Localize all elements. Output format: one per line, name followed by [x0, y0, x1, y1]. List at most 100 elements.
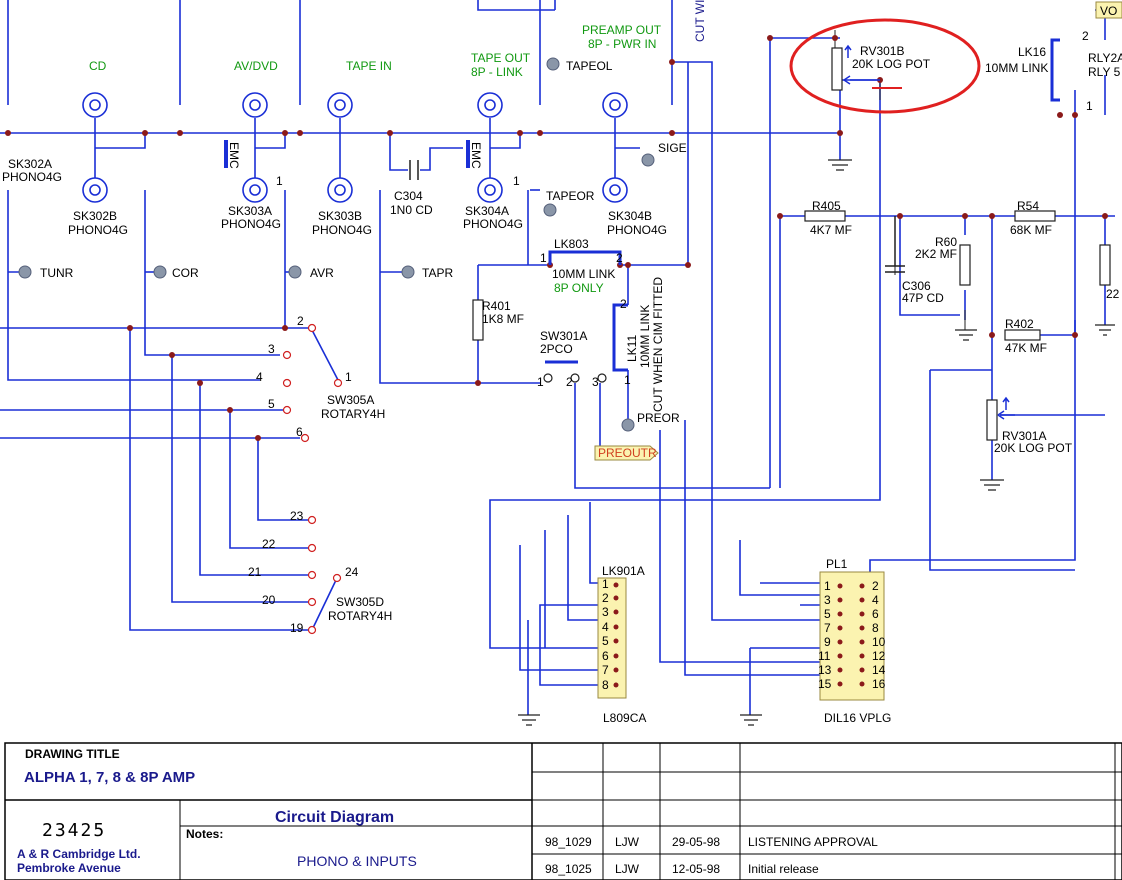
svg-text:8: 8 [872, 621, 879, 635]
svg-text:PHONO & INPUTS: PHONO & INPUTS [297, 853, 417, 869]
svg-text:1: 1 [276, 174, 283, 188]
svg-text:20: 20 [262, 593, 276, 607]
svg-text:TAPEOL: TAPEOL [566, 59, 613, 73]
svg-text:PREOR: PREOR [637, 411, 680, 425]
lk803-link [548, 250, 622, 265]
svg-text:C304: C304 [394, 189, 423, 203]
svg-text:PHONO4G: PHONO4G [607, 223, 667, 237]
svg-text:2: 2 [620, 297, 627, 311]
pin-numbers: 1 1 1 2 1 2 2 2 3 4 5 6 1 23 22 21 20 19… [248, 29, 1093, 692]
svg-text:SK304B: SK304B [608, 209, 652, 223]
svg-text:LJW: LJW [615, 835, 640, 849]
svg-text:Pembroke Avenue: Pembroke Avenue [17, 861, 121, 875]
test-points [18, 57, 655, 432]
svg-text:5: 5 [602, 634, 609, 648]
svg-text:11: 11 [818, 649, 831, 663]
svg-text:8P - PWR IN: 8P - PWR IN [588, 37, 656, 51]
svg-text:PREAMP OUT: PREAMP OUT [582, 23, 662, 37]
svg-text:1: 1 [824, 579, 831, 593]
svg-text:2: 2 [297, 314, 304, 328]
lk11-link [612, 303, 628, 372]
svg-text:23: 23 [290, 509, 304, 523]
svg-text:7: 7 [602, 663, 609, 677]
svg-text:PHONO4G: PHONO4G [221, 217, 281, 231]
svg-text:LK803: LK803 [554, 237, 589, 251]
lk901a-pins [613, 582, 619, 688]
annotation-circle [789, 18, 981, 114]
ground-symbols [518, 159, 1115, 726]
svg-text:RLY2A: RLY2A [1088, 51, 1122, 65]
svg-text:RV301A: RV301A [1002, 429, 1046, 443]
svg-text:AVR: AVR [310, 266, 334, 280]
svg-text:29-05-98: 29-05-98 [672, 835, 720, 849]
svg-text:6: 6 [602, 649, 609, 663]
svg-text:SW305A: SW305A [327, 393, 374, 407]
svg-text:68K MF: 68K MF [1010, 223, 1052, 237]
svg-text:13: 13 [818, 663, 832, 677]
svg-text:ALPHA 1, 7, 8 & 8P AMP: ALPHA 1, 7, 8 & 8P AMP [24, 769, 195, 786]
svg-text:1: 1 [624, 373, 631, 387]
svg-text:PHONO4G: PHONO4G [312, 223, 372, 237]
svg-text:8: 8 [602, 678, 609, 692]
svg-text:CD: CD [89, 59, 107, 73]
svg-text:SK302A: SK302A [8, 157, 52, 171]
emc-markers [224, 140, 470, 168]
svg-text:TAPR: TAPR [422, 266, 453, 280]
switch-pins [282, 323, 343, 635]
svg-text:2: 2 [1082, 29, 1089, 43]
svg-text:L809CA: L809CA [603, 711, 646, 725]
svg-text:7: 7 [824, 621, 831, 635]
svg-text:LK901A: LK901A [602, 564, 645, 578]
svg-text:1: 1 [602, 577, 609, 591]
svg-text:3: 3 [824, 593, 831, 607]
svg-text:10: 10 [872, 635, 886, 649]
svg-text:10MM LINK: 10MM LINK [638, 305, 652, 368]
svg-text:24: 24 [345, 565, 359, 579]
svg-text:4: 4 [256, 370, 263, 384]
svg-text:R402: R402 [1005, 317, 1034, 331]
svg-text:RLY 5: RLY 5 [1088, 65, 1121, 79]
preoutr-flag [594, 445, 659, 461]
svg-text:20K LOG POT: 20K LOG POT [994, 441, 1073, 455]
svg-text:47K MF: 47K MF [1005, 341, 1047, 355]
c304-capacitor [409, 160, 419, 180]
svg-text:15: 15 [818, 677, 832, 691]
svg-text:5: 5 [824, 607, 831, 621]
wires [0, 0, 1115, 715]
c306-capacitor [885, 216, 905, 273]
svg-text:DRAWING TITLE: DRAWING TITLE [25, 747, 120, 761]
svg-text:2K2 MF: 2K2 MF [915, 247, 957, 261]
svg-text:98_1025: 98_1025 [545, 862, 592, 876]
svg-text:3: 3 [602, 605, 609, 619]
sw301-pins [543, 373, 607, 383]
svg-text:4: 4 [872, 593, 879, 607]
svg-text:1K8 MF: 1K8 MF [482, 312, 524, 326]
svg-text:14: 14 [872, 663, 886, 677]
svg-text:SW305D: SW305D [336, 595, 384, 609]
svg-text:A & R Cambridge Ltd.: A & R Cambridge Ltd. [17, 847, 141, 861]
svg-text:COR: COR [172, 266, 199, 280]
svg-text:PL1: PL1 [826, 557, 848, 571]
svg-text:C306: C306 [902, 279, 931, 293]
svg-text:1N0 CD: 1N0 CD [390, 203, 433, 217]
title-block: DRAWING TITLE ALPHA 1, 7, 8 & 8P AMP 234… [4, 742, 1122, 880]
svg-text:23425: 23425 [42, 820, 106, 841]
svg-text:R401: R401 [482, 299, 511, 313]
svg-text:PHONO4G: PHONO4G [2, 170, 62, 184]
svg-text:EMC: EMC [469, 142, 483, 169]
svg-text:PREOUTR: PREOUTR [598, 446, 657, 460]
svg-text:8P - LINK: 8P - LINK [471, 65, 523, 79]
svg-text:4: 4 [602, 620, 609, 634]
svg-text:10MM LINK: 10MM LINK [985, 61, 1048, 75]
svg-text:SK303B: SK303B [318, 209, 362, 223]
svg-text:CUT WHEN CIM FITTED: CUT WHEN CIM FITTED [651, 277, 665, 412]
svg-text:SK304A: SK304A [465, 204, 509, 218]
svg-text:ROTARY4H: ROTARY4H [321, 407, 385, 421]
svg-text:PHONO4G: PHONO4G [68, 223, 128, 237]
svg-text:2: 2 [872, 579, 879, 593]
svg-text:LK11: LK11 [625, 335, 639, 362]
svg-text:SW301A: SW301A [540, 329, 587, 343]
svg-text:16: 16 [872, 677, 886, 691]
svg-text:2: 2 [566, 375, 573, 389]
